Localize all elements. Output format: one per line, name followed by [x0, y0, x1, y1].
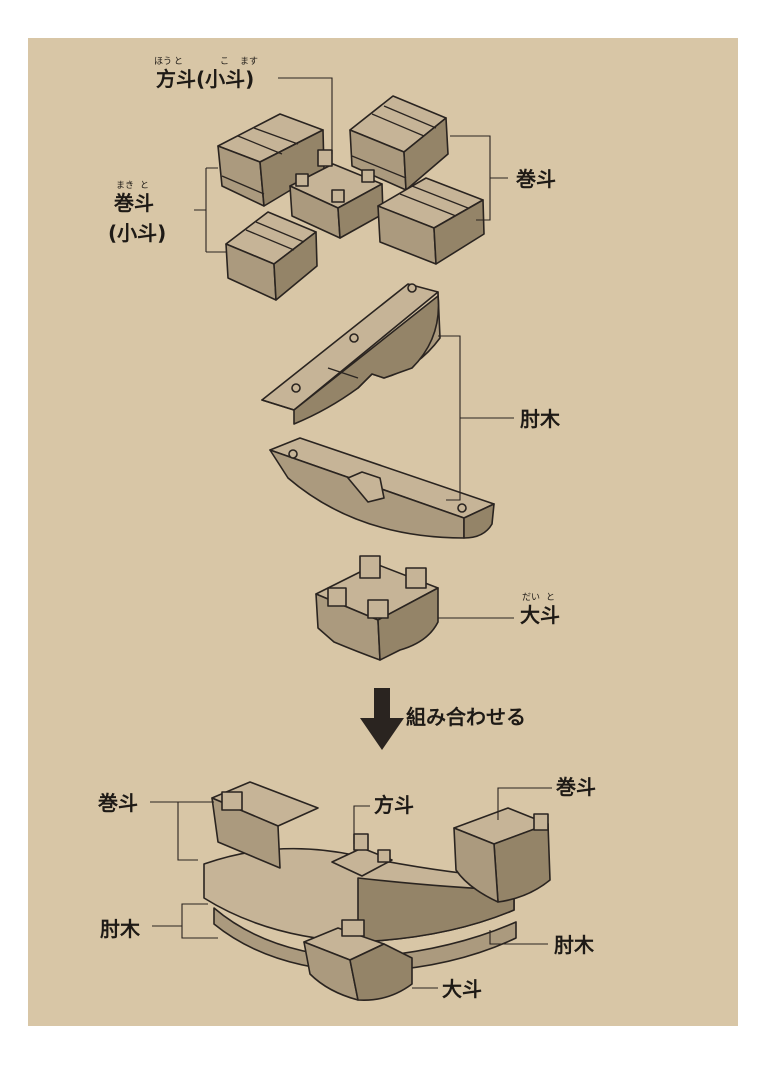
asm-hoto-leader	[353, 805, 370, 844]
step-label: 組み合わせる	[406, 705, 526, 729]
hoto-leader	[278, 77, 333, 154]
makito-piece-bottom-left	[225, 211, 318, 301]
makito-right-leader	[450, 135, 508, 221]
makito-piece-top-left	[217, 113, 325, 207]
makito-piece-middle-right	[377, 177, 485, 265]
asm-makito-right-label: 巻斗	[555, 775, 596, 799]
hijiki-piece-lower	[269, 437, 495, 539]
asm-hijiki-right-leader	[489, 930, 548, 945]
daito-piece	[315, 555, 439, 661]
hijiki-leader	[438, 335, 514, 501]
asm-hoto-label: 方斗	[374, 793, 414, 817]
asm-hijiki-right-label: 肘木	[554, 933, 595, 957]
makito-left-leader	[194, 167, 226, 253]
hoto-ruby-4: ます	[240, 56, 258, 67]
asm-hijiki-left-label: 肘木	[100, 917, 141, 941]
down-arrow-icon	[360, 688, 404, 750]
asm-daito-label: 大斗	[442, 977, 482, 1001]
hoto-ruby-1: ほう	[154, 56, 172, 67]
makito-left-ruby-1: まき	[116, 180, 134, 191]
hoto-label: 方斗(小斗)	[156, 67, 254, 91]
makito-left-label: 巻斗	[113, 191, 154, 215]
book-page: ほう と こ ます 方斗(小斗) まき と 巻斗 (小斗) 巻斗 肘木 だい と…	[28, 38, 738, 1026]
asm-makito-left-label: 巻斗	[97, 791, 138, 815]
asm-makito-left-leader	[150, 801, 214, 861]
assembled-bracket	[203, 781, 551, 1001]
hoto-ruby-2: と	[174, 56, 183, 67]
asm-makito-right-leader	[497, 787, 552, 820]
makito-right-label: 巻斗	[515, 167, 556, 191]
hoto-piece	[289, 149, 384, 239]
daito-ruby-2: と	[546, 592, 555, 603]
makito-left-sublabel: (小斗)	[108, 221, 166, 245]
hijiki-label: 肘木	[520, 407, 561, 431]
makito-left-ruby-2: と	[140, 180, 149, 191]
daito-ruby-1: だい	[522, 592, 540, 603]
hoto-ruby-3: こ	[220, 57, 229, 67]
hijiki-piece-upper	[261, 283, 441, 425]
daito-label: 大斗	[520, 603, 560, 627]
makito-piece-top-right	[349, 95, 449, 191]
tokyo-bracket-diagram: ほう と こ ます 方斗(小斗) まき と 巻斗 (小斗) 巻斗 肘木 だい と…	[97, 56, 596, 1001]
asm-hijiki-left-leader	[152, 903, 218, 939]
